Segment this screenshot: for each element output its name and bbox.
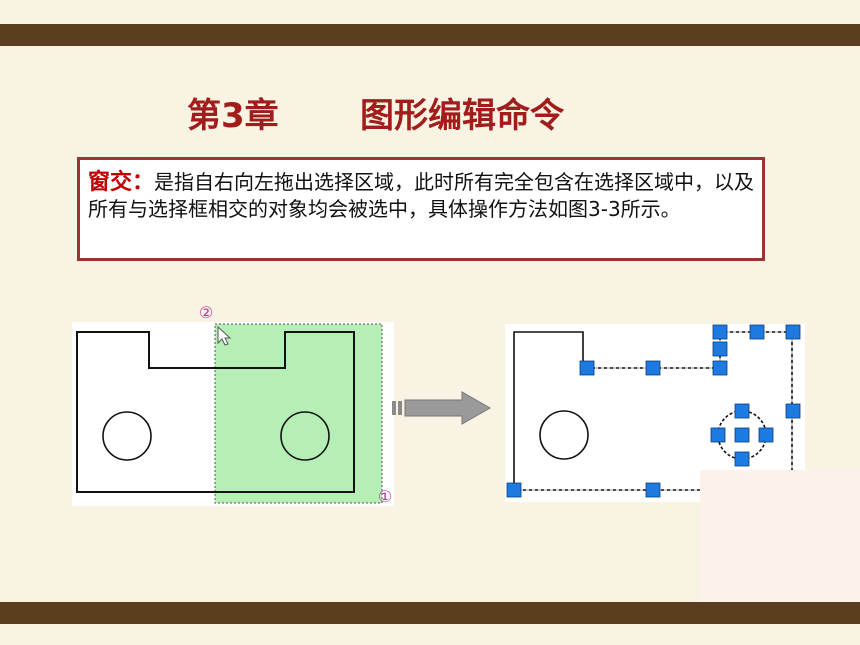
part-outline: [76, 331, 355, 493]
left-hole: [539, 410, 589, 460]
crossing-selection-figure: ② ①: [72, 303, 394, 506]
definition-box: 窗交：是指自右向左拖出选择区域，此时所有完全包含在选择区域中，以及所有与选择框相…: [77, 157, 765, 261]
left-hole: [102, 411, 152, 461]
mouse-cursor-icon: [217, 325, 232, 346]
bottom-decor-bar: [0, 602, 860, 624]
point-one-label: ①: [378, 487, 392, 506]
point-two-label: ②: [199, 303, 213, 322]
chapter-name: 图形编辑命令: [360, 96, 564, 136]
chapter-label: 第3章: [187, 96, 279, 136]
grip-points: [506, 324, 801, 498]
top-decor-bar: [0, 24, 860, 46]
definition-text: 是指自右向左拖出选择区域，此时所有完全包含在选择区域中，以及所有与选择框相交的对…: [88, 170, 755, 221]
right-hole: [280, 411, 330, 461]
selected-highlight: [514, 331, 793, 491]
result-arrow-icon: [392, 391, 492, 425]
page-title: 第3章 图形编辑命令: [0, 88, 860, 136]
decorative-panel: [700, 470, 860, 602]
definition-term: 窗交：: [88, 170, 155, 195]
